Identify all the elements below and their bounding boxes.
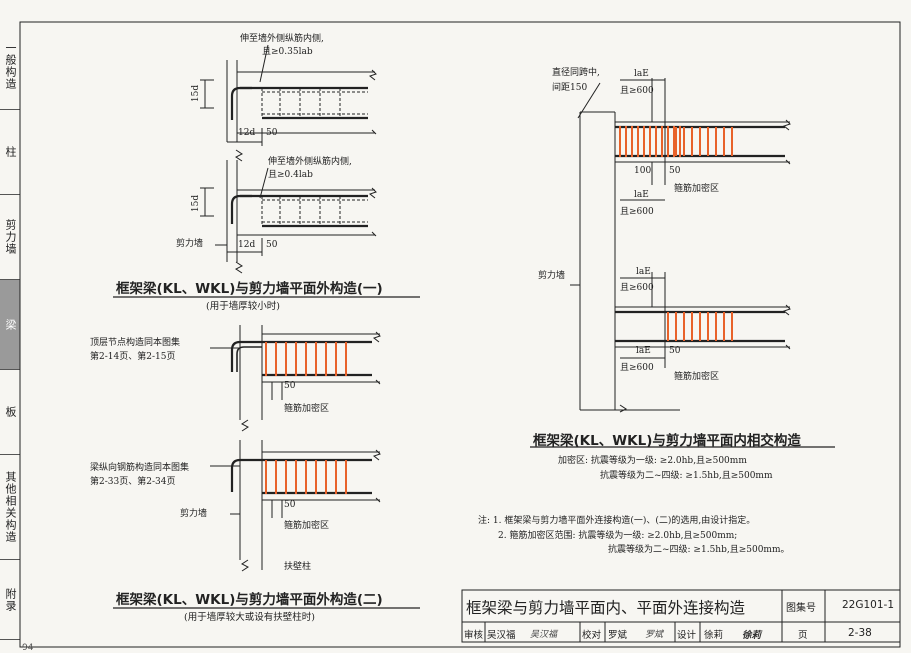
checker-name: 罗斌: [608, 630, 628, 641]
side-tab-3[interactable]: 梁: [0, 280, 20, 370]
side-tab-2[interactable]: 剪力墙: [0, 195, 20, 280]
fig1-note-bottom: 伸至墙外侧纵筋内侧,: [268, 157, 352, 167]
notes-line-1: 注: 1. 框架梁与剪力墙平面外连接构造(一)、(二)的选用,由设计指定。: [478, 516, 756, 526]
fig3-dense-zone-top: 箍筋加密区: [674, 184, 720, 194]
fig1-bottom-detail: [200, 160, 377, 274]
fig3-title: 框架梁(KL、WKL)与剪力墙平面内相交构造: [533, 433, 801, 449]
fig2-dense-zone-top: 箍筋加密区: [284, 404, 330, 414]
review-label: 审核: [464, 630, 484, 641]
reviewer-name: 吴汉福: [487, 630, 516, 641]
fig2-dim-50-bottom: 50: [284, 500, 296, 510]
title-block-main-title: 框架梁与剪力墙平面内、平面外连接构造: [466, 599, 746, 617]
reviewer-signature: 吴汉福: [530, 630, 558, 640]
fig3-dense-zone-bottom: 箍筋加密区: [674, 372, 720, 382]
page-number-left: 94: [22, 643, 34, 653]
fig1-top-detail: [200, 44, 377, 162]
fig3-dim-lae-4: laE: [636, 346, 651, 356]
page-label: 页: [798, 630, 808, 641]
fig3-dim-ge600-4: 且≥600: [620, 363, 654, 373]
atlas-label: 图集号: [786, 603, 816, 614]
checker-signature: 罗斌: [645, 630, 664, 640]
fig2-note1: 顶层节点构造同本图集: [90, 338, 181, 348]
fig3-dense-note-1: 加密区: 抗震等级为一级: ≥2.0hb,且≥500mm: [558, 456, 747, 466]
fig1-subtitle: (用于墙厚较小时): [206, 301, 280, 312]
fig1-dim-50-bottom: 50: [266, 240, 278, 250]
fig2-dim-50-top: 50: [284, 381, 296, 391]
fig3-note-spacing: 间距150: [552, 83, 588, 93]
fig2-top-detail: [210, 325, 381, 432]
fig1-title: 框架梁(KL、WKL)与剪力墙平面外构造(一): [116, 281, 383, 297]
fig3-wall-label: 剪力墙: [538, 271, 566, 281]
title-block: [461, 589, 901, 643]
fig2-subtitle: (用于墙厚较大或设有扶壁柱时): [184, 612, 315, 623]
fig1-dim-15d-bottom: 15d: [191, 194, 202, 213]
fig3-dim-ge600-1: 且≥600: [620, 86, 654, 96]
fig2-wall-label: 剪力墙: [180, 509, 208, 519]
fig1-note-bottom-2: 且≥0.4lab: [268, 170, 313, 180]
fig2-title: 框架梁(KL、WKL)与剪力墙平面外构造(二): [116, 592, 383, 608]
side-tab-1[interactable]: 柱: [0, 110, 20, 195]
fig1-dim-15d-top: 15d: [191, 84, 202, 103]
page-value: 2-38: [848, 627, 872, 639]
notes-line-3: 抗震等级为二~四级: ≥1.5hb,且≥500mm。: [608, 545, 790, 555]
fig3-dim-lae-3: laE: [636, 267, 651, 277]
designer-name: 徐莉: [704, 630, 724, 641]
fig1-dim-50-top: 50: [266, 128, 278, 138]
fig2-note2b: 第2-33页、第2-34页: [90, 477, 176, 487]
side-tab-4[interactable]: 板: [0, 370, 20, 455]
fig3-dim-100: 100: [634, 166, 652, 176]
side-tab-0[interactable]: 一般构造: [0, 22, 20, 110]
fig3-dim-lae-2: laE: [634, 190, 649, 200]
fig3-dim-ge600-3: 且≥600: [620, 283, 654, 293]
fig3-dim-50-bottom: 50: [669, 346, 681, 356]
fig1-dim-12d-bottom: 12d: [238, 240, 256, 250]
fig3-note-diam: 直径同跨中,: [552, 68, 600, 78]
fig2-dense-zone-bottom: 箍筋加密区: [284, 521, 330, 531]
design-label: 设计: [677, 630, 697, 641]
fig2-pilaster-label: 扶壁柱: [284, 562, 312, 572]
fig3-dim-50-top: 50: [669, 166, 681, 176]
fig2-note2: 梁纵向钢筋构造同本图集: [90, 463, 190, 473]
fig3-dense-note-2: 抗震等级为二~四级: ≥1.5hb,且≥500mm: [600, 471, 773, 481]
fig1-note-top: 伸至墙外侧纵筋内侧,: [240, 34, 324, 44]
check-label: 校对: [582, 630, 602, 641]
notes-line-2: 2. 箍筋加密区范围: 抗震等级为一级: ≥2.0hb,且≥500mm;: [498, 531, 738, 541]
side-tab-5[interactable]: 其他相关构造: [0, 455, 20, 560]
stirrup-group: [265, 126, 733, 494]
fig1-note-top-2: 且≥0.35lab: [262, 47, 313, 57]
side-tab-6[interactable]: 附录: [0, 560, 20, 640]
fig3-dim-lae-1: laE: [634, 69, 649, 79]
fig1-wall-label: 剪力墙: [176, 239, 204, 249]
fig3-dim-ge600-2: 且≥600: [620, 207, 654, 217]
fig2-note1b: 第2-14页、第2-15页: [90, 352, 176, 362]
fig1-dim-12d-top: 12d: [238, 128, 256, 138]
designer-signature: 徐莉: [742, 630, 762, 641]
atlas-value: 22G101-1: [842, 599, 895, 611]
